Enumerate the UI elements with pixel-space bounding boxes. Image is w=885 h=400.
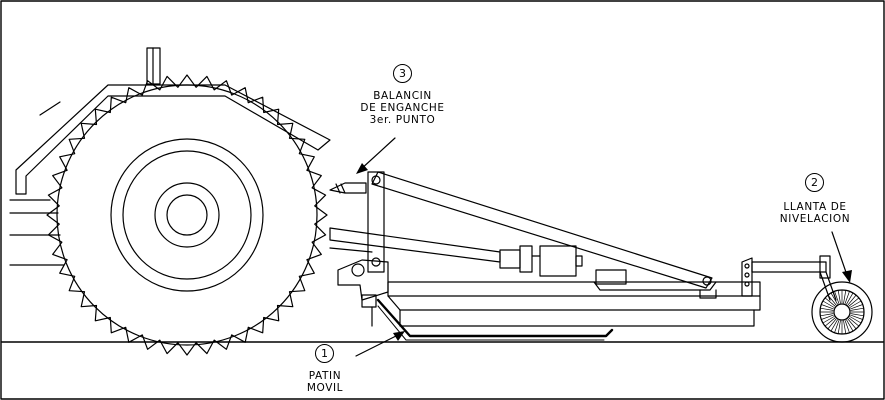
wheel-spoke — [846, 292, 854, 305]
callout-3-line-1: BALANCIN — [373, 90, 432, 102]
wheel-spoke — [843, 320, 847, 335]
mobile-skid — [361, 294, 614, 341]
callout-1-number: 1 — [315, 344, 334, 363]
hitch-assembly — [329, 171, 837, 327]
callout-2-line-2: NIVELACION — [779, 213, 851, 225]
wheel-spoke — [846, 319, 854, 332]
wheel-spoke — [850, 313, 865, 317]
callout-3-line-2: DE ENGANCHE — [360, 102, 445, 114]
wheel-spoke — [847, 294, 857, 306]
wheel-spoke — [837, 320, 841, 335]
wheel-spoke — [848, 317, 860, 327]
callout-3-label: BALANCIN DE ENGANCHE 3er. PUNTO — [345, 90, 460, 126]
wheel-spoke — [830, 292, 838, 305]
wheel-spoke — [834, 320, 840, 334]
callout-1-line-2: MOVIL — [306, 382, 344, 394]
wheel-spoke — [837, 289, 841, 304]
leader-2 — [831, 231, 849, 279]
leader-arrows — [355, 137, 852, 357]
wheel-spoke — [822, 316, 835, 324]
callout-2-label: LLANTA DE NIVELACION — [770, 201, 860, 225]
callout-2-number: 2 — [805, 173, 824, 192]
wheel-spoke — [850, 314, 864, 320]
wheel-spoke — [827, 294, 837, 306]
wheel-spoke — [849, 300, 862, 308]
leader-1 — [355, 333, 401, 357]
wheel-spoke — [820, 304, 834, 310]
callout-1-line-1: PATIN — [308, 370, 342, 382]
wheel-spoke — [830, 319, 838, 332]
wheel-spoke — [819, 313, 834, 317]
wheel-spoke — [824, 317, 836, 327]
callout-3-number: 3 — [393, 64, 412, 83]
callout-2-line-1: LLANTA DE — [783, 201, 847, 213]
wheel-spoke — [827, 318, 837, 330]
wheel-spoke — [847, 318, 857, 330]
wheel-spoke — [822, 300, 835, 308]
tractor-rear-wheel — [46, 74, 328, 356]
wheel-spoke — [824, 297, 836, 307]
callout-3-line-3: 3er. PUNTO — [369, 114, 436, 126]
wheel-spoke — [843, 289, 847, 304]
wheel-spoke — [849, 316, 862, 324]
leader-3 — [359, 137, 396, 171]
wheel-spoke — [820, 314, 834, 320]
wheel-spoke — [844, 320, 850, 334]
wheel-spoke — [848, 297, 860, 307]
wheel-spoke — [850, 304, 864, 310]
leveling-wheel — [811, 281, 873, 343]
tire-tread — [46, 74, 328, 356]
wheel-spoke — [844, 290, 850, 304]
callout-1-label: PATIN MOVIL — [295, 370, 355, 394]
wheel-spoke — [850, 307, 865, 311]
wheel-spoke — [834, 290, 840, 304]
wheel-spoke — [819, 307, 834, 311]
